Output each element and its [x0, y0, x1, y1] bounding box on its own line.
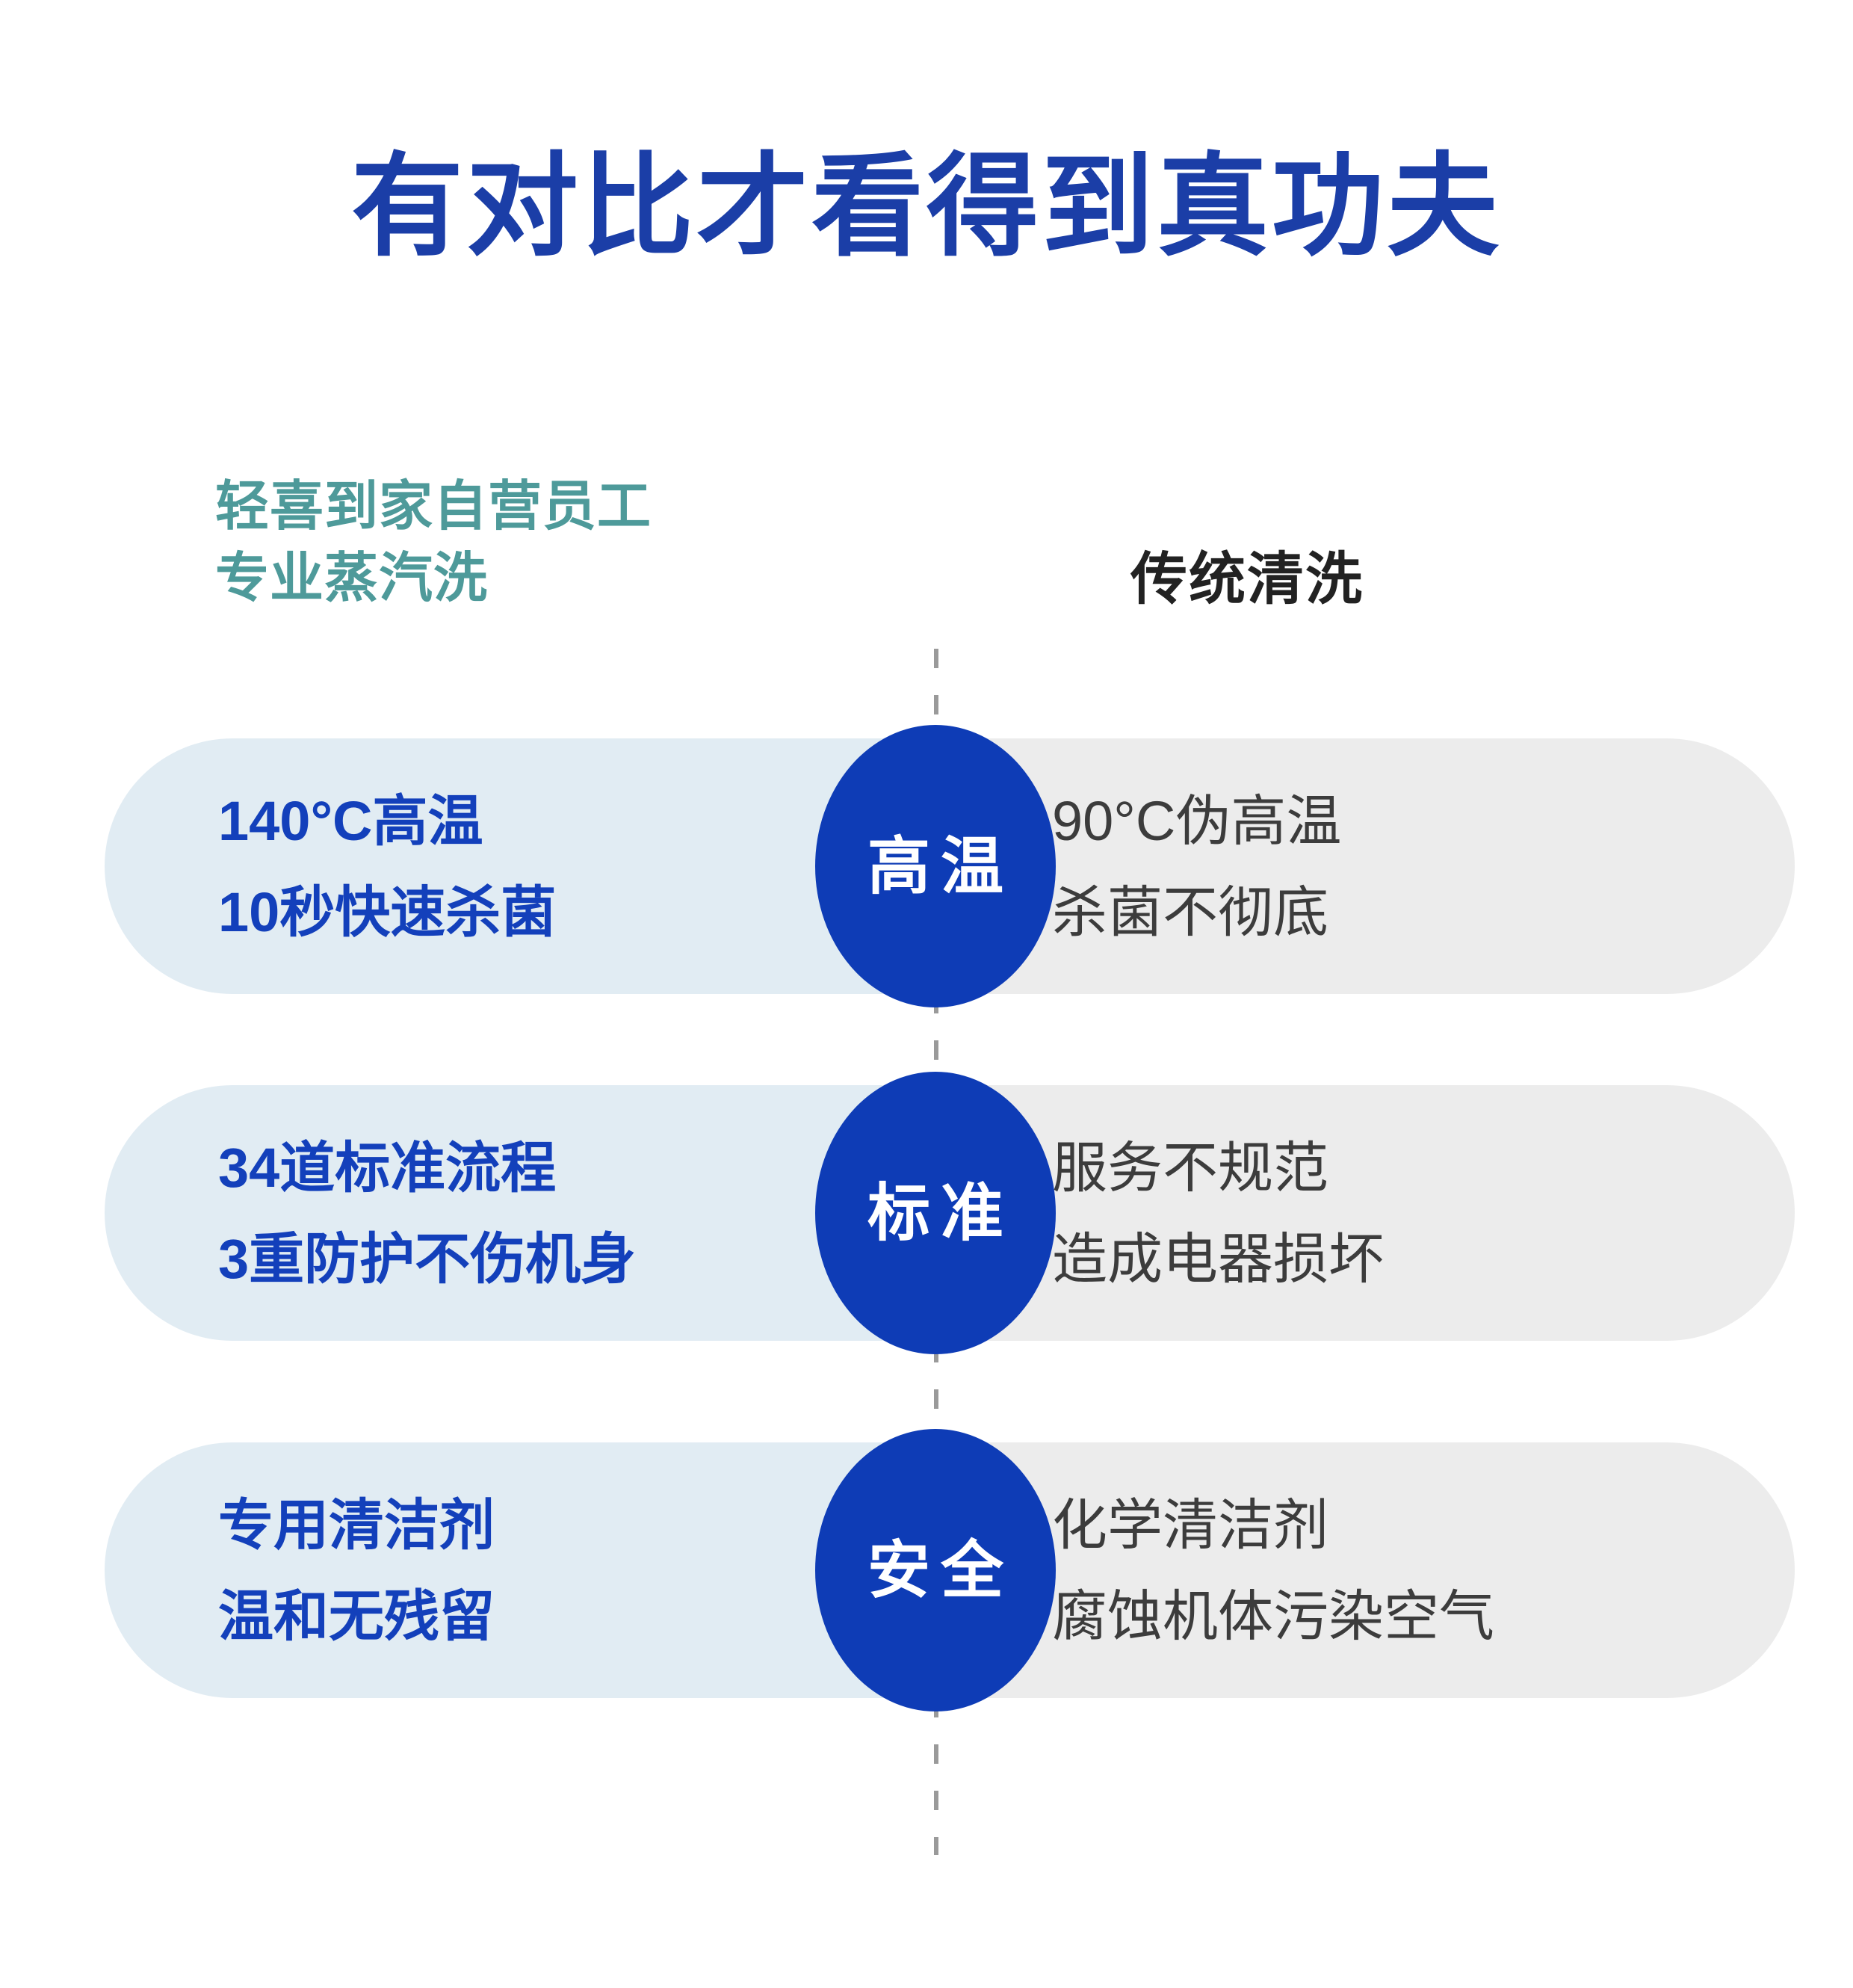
divider-dashed-bottom	[934, 1698, 938, 1855]
row-capsule-right	[936, 1442, 1795, 1698]
row-capsule-left	[105, 1085, 936, 1341]
row-right-text: 服务不规范 造成电器损坏	[1052, 1123, 1384, 1305]
comparison-row: 140°C高温 10秒快速杀菌 高温 90°C伪高温 杀菌不彻底	[105, 725, 1795, 1007]
row-left-text: 专用清洁剂 温和无残留	[218, 1480, 495, 1662]
row-badge-label: 安全	[867, 1535, 1014, 1605]
row-right-text: 90°C伪高温 杀菌不彻底	[1052, 776, 1341, 958]
row-right-line1: 服务不规范	[1052, 1137, 1328, 1199]
page-title: 有对比才看得到真功夫	[350, 143, 1502, 269]
row-badge: 安全	[815, 1429, 1056, 1711]
row-right-line2: 杀菌不彻底	[1052, 881, 1328, 943]
row-right-line1: 化学清洁剂	[1052, 1494, 1328, 1556]
row-left-line2: 3重防护不伤机身	[218, 1228, 637, 1290]
row-right-line1: 90°C伪高温	[1052, 790, 1342, 852]
divider-dashed-top	[934, 649, 938, 740]
row-badge-label: 高温	[867, 831, 1014, 901]
comparison-row: 34道标准流程 3重防护不伤机身 标准 服务不规范 造成电器损坏	[105, 1072, 1795, 1354]
column-header-own-service-line2: 专业蒸汽洗	[215, 549, 489, 608]
row-right-text: 化学清洁剂 腐蚀机体污染空气	[1052, 1480, 1494, 1662]
row-left-line1: 140°C高温	[218, 790, 483, 852]
row-left-line2: 10秒快速杀菌	[218, 881, 557, 943]
row-left-line1: 专用清洁剂	[218, 1494, 495, 1556]
row-capsule-left	[105, 738, 936, 994]
row-left-text: 34道标准流程 3重防护不伤机身	[218, 1123, 636, 1305]
row-right-line2: 腐蚀机体污染空气	[1052, 1585, 1494, 1647]
row-capsule-right	[936, 1085, 1795, 1341]
row-right-line2: 造成电器损坏	[1052, 1228, 1384, 1290]
row-left-text: 140°C高温 10秒快速杀菌	[218, 776, 556, 958]
row-capsule-left	[105, 1442, 936, 1698]
row-badge-label: 标准	[867, 1178, 1014, 1248]
divider-dashed-gap-2	[934, 1343, 938, 1442]
column-header-traditional: 传统清洗	[1130, 548, 1364, 611]
row-capsule-right	[936, 738, 1795, 994]
column-header-own-service: 轻喜到家自营员工 专业蒸汽洗	[215, 471, 652, 614]
comparison-row: 专用清洁剂 温和无残留 安全 化学清洁剂 腐蚀机体污染空气	[105, 1429, 1795, 1711]
row-left-line2: 温和无残留	[218, 1585, 495, 1647]
column-header-own-service-line1: 轻喜到家自营员工	[215, 477, 652, 537]
row-badge: 高温	[815, 725, 1056, 1007]
row-badge: 标准	[815, 1072, 1056, 1354]
divider-dashed-gap-1	[934, 994, 938, 1085]
row-left-line1: 34道标准流程	[218, 1137, 557, 1199]
